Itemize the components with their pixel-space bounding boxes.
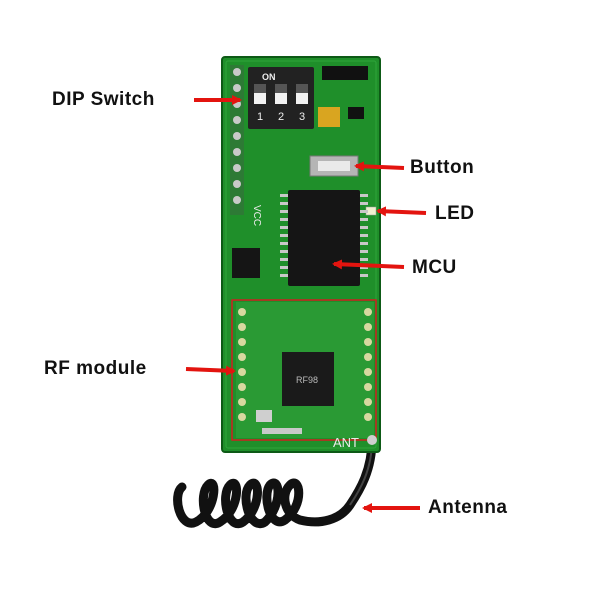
antenna-label: Antenna	[428, 497, 508, 518]
dip-switch-number-3: 3	[299, 111, 305, 123]
dip-switch-number-2: 2	[278, 111, 284, 123]
tactile-button-component	[309, 155, 359, 177]
small-ic	[232, 248, 260, 278]
led-label: LED	[435, 203, 475, 224]
antenna-solder-pad	[367, 435, 377, 445]
header-pins	[230, 65, 244, 215]
dip-switch-label: DIP Switch	[52, 89, 155, 110]
vcc-silkscreen: VCC	[251, 205, 262, 226]
mcu-arrow	[332, 259, 405, 270]
smd-components-top	[318, 66, 368, 127]
rf-chip-marking: RF98	[296, 375, 318, 385]
rf-module-arrow	[185, 365, 236, 376]
dip-switch-on-label: ON	[262, 72, 276, 82]
dip-switch-component: ON 1 2 3	[248, 67, 314, 129]
mcu-chip	[280, 190, 368, 286]
button-arrow	[354, 161, 405, 172]
dip-switch-number-1: 1	[257, 111, 263, 123]
ant-silkscreen: ANT	[333, 435, 359, 450]
rf-module-label: RF module	[44, 358, 147, 379]
mcu-label: MCU	[412, 257, 457, 278]
button-label: Button	[410, 157, 475, 178]
rf-module-component: RF98	[236, 302, 374, 438]
led-arrow	[376, 206, 427, 217]
